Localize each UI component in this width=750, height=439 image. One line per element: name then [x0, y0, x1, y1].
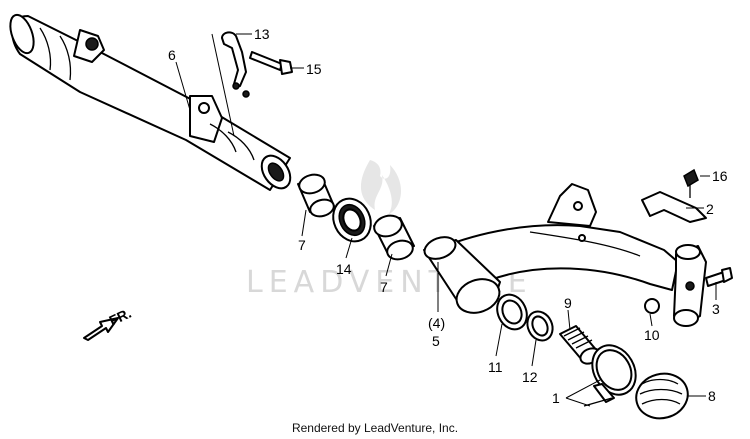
callout-14: 14: [336, 261, 352, 277]
callout-3: 3: [712, 301, 720, 317]
part-15-bolt: [249, 51, 293, 75]
callout-1: 1: [552, 390, 560, 406]
callouts: 6 13 15 7 14 7 (4) 5 11 12 9 10 16 2 3 8…: [168, 26, 728, 406]
callout-11: 11: [488, 359, 503, 375]
part-14-bearing: [332, 197, 372, 243]
callout-7-right: 7: [380, 279, 388, 295]
callout-8: 8: [708, 388, 716, 404]
part-1-band-clamp: [583, 344, 637, 407]
part-13-clamp: [221, 31, 250, 98]
footer-credit: Rendered by LeadVenture, Inc.: [291, 421, 459, 435]
callout-2: 2: [706, 201, 714, 217]
part-3-bolt: [705, 267, 733, 287]
callout-16: 16: [712, 168, 728, 184]
callout-12: 12: [522, 369, 538, 385]
direction-label: FR.: [107, 305, 134, 329]
callout-15: 15: [306, 61, 322, 77]
callout-9: 9: [564, 295, 572, 311]
callout-5: 5: [432, 333, 440, 349]
leader-lines: [175, 33, 717, 407]
callout-13: 13: [254, 26, 270, 42]
part-5-swing-arm: [423, 183, 707, 327]
part-7-collar-right: [373, 214, 415, 261]
part-2-clip: [641, 191, 707, 223]
callout-7-left: 7: [298, 237, 306, 253]
part-12-circlip: [526, 310, 554, 342]
part-7-collar-left: [297, 173, 335, 218]
part-6-pivot-tube: [9, 13, 292, 191]
part-11-circlip: [496, 293, 528, 331]
part-16-bolt: [683, 168, 699, 198]
callout-4: (4): [428, 315, 445, 331]
callout-10: 10: [644, 327, 660, 343]
front-direction-arrow: FR.: [83, 305, 134, 341]
part-10-nut: [644, 298, 660, 314]
callout-6: 6: [168, 47, 176, 63]
part-8-boot: [635, 372, 689, 420]
